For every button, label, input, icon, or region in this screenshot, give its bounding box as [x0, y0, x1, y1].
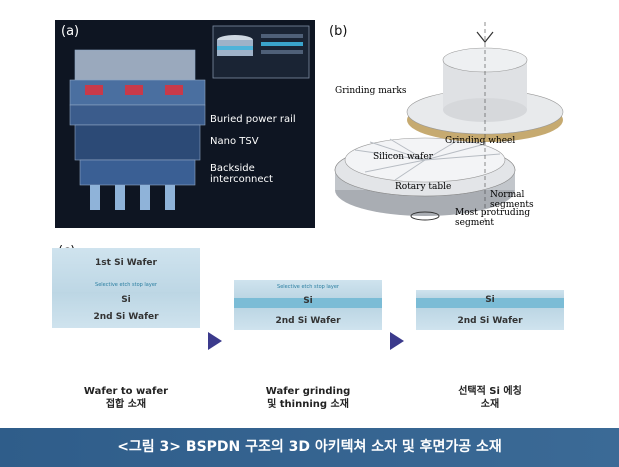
callout-backside-interconnect: Backside interconnect [210, 163, 273, 185]
wafer-step-2: Selective etch stop layer Si 2nd Si Wafe… [234, 280, 382, 330]
callout-nano-tsv: Nano TSV [210, 136, 259, 147]
label-rotary-table: Rotary table [395, 182, 452, 192]
caption-step-1-line-2: 접합 소재 [105, 399, 147, 410]
panel-b-label: (b) [329, 24, 348, 39]
chip-structure-illustration [55, 20, 315, 228]
wafer-step-1: 1st Si Wafer Selective etch stop layer S… [52, 248, 200, 328]
wafer-2-etch-label: Selective etch stop layer [277, 284, 339, 290]
caption-step-2-line-2: 및 thinning 소재 [267, 399, 349, 410]
wafer-2-bottom-label: 2nd Si Wafer [275, 316, 341, 326]
label-grinding-marks: Grinding marks [335, 86, 407, 96]
label-normal-segments: Normal segments [490, 190, 534, 210]
wafer-step-3: Si 2nd Si Wafer [416, 290, 564, 330]
step-arrow-2 [390, 332, 404, 350]
figure-caption-bar: <그림 3> BSPDN 구조의 3D 아키텍쳐 소자 및 후면가공 소재 [0, 428, 619, 467]
label-grinding-wheel: Grinding wheel [445, 136, 516, 146]
wafer-1-si-label: Si [121, 295, 131, 305]
caption-step-3: 선택적 Si 에칭 소재 [410, 385, 570, 411]
panel-a-label: (a) [61, 24, 80, 39]
wafer-3-bottom-label: 2nd Si Wafer [457, 316, 523, 326]
wafer-3-si-label: Si [485, 295, 495, 305]
grinding-illustration [334, 22, 564, 225]
caption-step-2-line-1: Wafer grinding [265, 386, 351, 397]
panel-a-image: (a) Buried power rail Nano TSV Backside … [55, 20, 315, 228]
label-silicon-wafer: Silicon wafer [373, 152, 433, 162]
caption-step-1-line-1: Wafer to wafer [83, 386, 169, 397]
caption-step-3-line-2: 소재 [480, 399, 500, 410]
wafer-1-etch-label: Selective etch stop layer [95, 282, 157, 288]
step-arrow-1 [208, 332, 222, 350]
callout-buried-power-rail: Buried power rail [210, 114, 296, 125]
caption-step-1: Wafer to wafer 접합 소재 [46, 385, 206, 411]
wafer-1-top-label: 1st Si Wafer [95, 258, 157, 268]
caption-step-3-line-1: 선택적 Si 에칭 [458, 386, 522, 397]
wafer-2-si-label: Si [303, 296, 313, 306]
label-most-protruding-segment: Most protruding segment [455, 208, 531, 228]
panel-b-image: (b) Grinding marks Grinding wheel Silico… [325, 20, 570, 228]
wafer-1-bottom-label: 2nd Si Wafer [93, 312, 159, 322]
caption-step-2: Wafer grinding 및 thinning 소재 [228, 385, 388, 411]
